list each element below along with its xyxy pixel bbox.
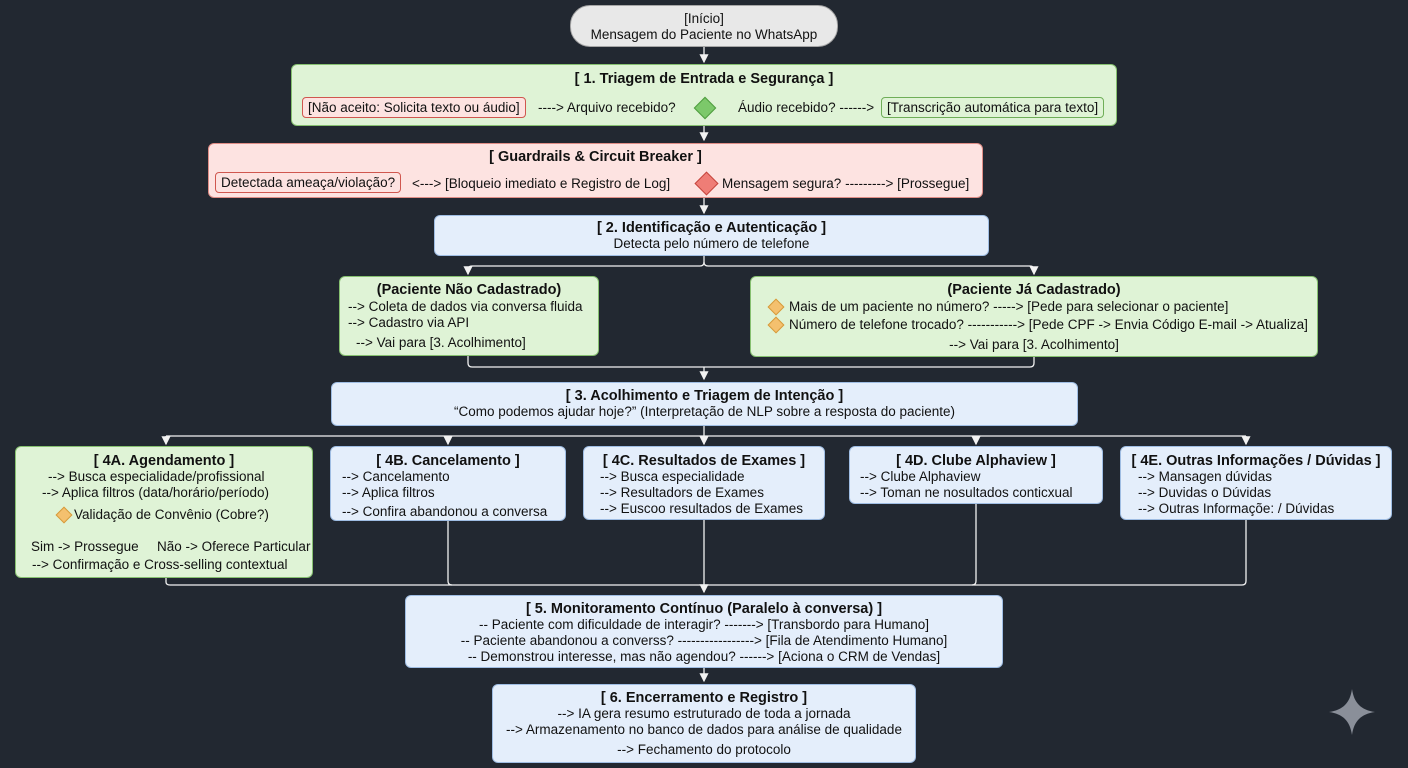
agendamento-line: --> Aplica filtros (data/horário/período… bbox=[42, 485, 269, 500]
identificacao-node: [ 2. Identificação e Autenticação ] Dete… bbox=[434, 215, 989, 256]
monitoramento-line: -- Paciente com dificuldade de interagir… bbox=[478, 617, 930, 632]
monitoramento-node: [ 5. Monitoramento Contínuo (Paralelo à … bbox=[405, 595, 1003, 668]
decision-diamond-icon bbox=[767, 298, 785, 316]
audio-received-question: Áudio recebido? ------> bbox=[738, 100, 875, 115]
resultados-node: [ 4C. Resultados de Exames ] --> Busca e… bbox=[583, 446, 825, 520]
clube-line: --> Toman ne nosultados conticxual bbox=[860, 485, 1073, 500]
cancelamento-node: [ 4B. Cancelamento ] --> Cancelamento --… bbox=[330, 446, 566, 521]
nao-cadastrado-line: --> Cadastro via API bbox=[348, 315, 470, 330]
acolhimento-title: [ 3. Acolhimento e Triagem de Intenção ] bbox=[565, 388, 844, 404]
monitoramento-line: -- Demonstrou interesse, mas não agendou… bbox=[467, 649, 941, 664]
acolhimento-node: [ 3. Acolhimento e Triagem de Intenção ]… bbox=[331, 382, 1078, 426]
triagem-title: [ 1. Triagem de Entrada e Segurança ] bbox=[574, 71, 834, 87]
phone-changed-question: Número de telefone trocado? ----------->… bbox=[789, 317, 1308, 332]
identificacao-title: [ 2. Identificação e Autenticação ] bbox=[596, 220, 827, 236]
start-message: Mensagem do Paciente no WhatsApp bbox=[590, 27, 818, 42]
clube-title: [ 4D. Clube Alphaview ] bbox=[896, 453, 1056, 469]
acolhimento-subtitle: “Como podemos ajudar hoje?” (Interpretaç… bbox=[453, 404, 956, 419]
outras-informacoes-node: [ 4E. Outras Informações / Dúvidas ] -->… bbox=[1120, 446, 1392, 520]
decision-diamond-icon bbox=[767, 316, 785, 334]
threat-detected-chip: Detectada ameaça/violação? bbox=[215, 172, 402, 193]
nao-cadastrado-title: (Paciente Não Cadastrado) bbox=[376, 282, 562, 298]
start-label: [Início] bbox=[684, 11, 724, 26]
nao-cadastrado-line: --> Coleta de dados via conversa fluida bbox=[348, 299, 583, 314]
convenio-yes: Sim -> Prossegue bbox=[31, 539, 139, 554]
agendamento-line: --> Confirmação e Cross-selling contextu… bbox=[32, 557, 288, 572]
safe-message-text: Mensagem segura? ---------> [Prossegue] bbox=[722, 176, 970, 191]
guardrails-title: [ Guardrails & Circuit Breaker ] bbox=[489, 149, 702, 165]
encerramento-line: --> Armazenamento no banco de dados para… bbox=[506, 722, 902, 737]
paciente-nao-cadastrado-node: (Paciente Não Cadastrado) --> Coleta de … bbox=[339, 276, 599, 356]
outras-line: --> Mansagen dúvidas bbox=[1138, 469, 1272, 484]
outras-line: --> Duvidas o Dúvidas bbox=[1138, 485, 1272, 500]
resultados-line: --> Euscoo resultados de Exames bbox=[600, 501, 803, 516]
clube-line: --> Clube Alphaview bbox=[860, 469, 981, 484]
resultados-line: --> Busca especialidade bbox=[600, 469, 745, 484]
decision-diamond-icon bbox=[693, 96, 717, 120]
agendamento-line: --> Busca especialidade/profissional bbox=[48, 469, 265, 484]
ja-cadastrado-title: (Paciente Já Cadastrado) bbox=[947, 282, 1121, 298]
decision-diamond-icon bbox=[694, 171, 719, 196]
start-node: [Início] Mensagem do Paciente no WhatsAp… bbox=[570, 5, 838, 47]
sparkle-icon bbox=[1329, 689, 1375, 735]
cancelamento-title: [ 4B. Cancelamento ] bbox=[376, 453, 520, 469]
encerramento-title: [ 6. Encerramento e Registro ] bbox=[600, 690, 808, 706]
cancelamento-line: --> Cancelamento bbox=[342, 469, 450, 484]
resultados-title: [ 4C. Resultados de Exames ] bbox=[602, 453, 806, 469]
outras-title: [ 4E. Outras Informações / Dúvidas ] bbox=[1131, 453, 1381, 469]
encerramento-node: [ 6. Encerramento e Registro ] --> IA ge… bbox=[492, 684, 916, 763]
multiple-patients-question: Mais de um paciente no número? -----> [P… bbox=[789, 299, 1229, 314]
file-received-question: ----> Arquivo recebido? bbox=[538, 100, 676, 115]
agendamento-node: [ 4A. Agendamento ] --> Busca especialid… bbox=[15, 446, 313, 578]
block-and-log-text: <---> [Bloqueio imediato e Registro de L… bbox=[412, 176, 671, 191]
paciente-ja-cadastrado-node: (Paciente Já Cadastrado) Mais de um paci… bbox=[750, 276, 1318, 357]
encerramento-line: --> Fechamento do protocolo bbox=[617, 742, 791, 757]
monitoramento-title: [ 5. Monitoramento Contínuo (Paralelo à … bbox=[525, 601, 883, 617]
monitoramento-line: -- Paciente abandonou a converss? ------… bbox=[460, 633, 948, 648]
convenio-question: Validação de Convênio (Cobre?) bbox=[74, 507, 269, 522]
cancelamento-line: --> Aplica filtros bbox=[342, 485, 435, 500]
nao-cadastrado-line: --> Vai para [3. Acolhimento] bbox=[356, 335, 526, 350]
identificacao-subtitle: Detecta pelo número de telefone bbox=[613, 236, 810, 251]
agendamento-title: [ 4A. Agendamento ] bbox=[93, 453, 235, 469]
convenio-no: Não -> Oferece Particular bbox=[157, 539, 311, 554]
reject-file-chip: [Não aceito: Solicita texto ou áudio] bbox=[302, 97, 526, 118]
cancelamento-line: --> Confira abandonou a conversa bbox=[342, 504, 548, 519]
triagem-node: [ 1. Triagem de Entrada e Segurança ] [N… bbox=[291, 64, 1117, 126]
resultados-line: --> Resultadors de Exames bbox=[600, 485, 764, 500]
encerramento-line: --> IA gera resumo estruturado de toda a… bbox=[557, 706, 851, 721]
ja-cadastrado-go: --> Vai para [3. Acolhimento] bbox=[949, 337, 1119, 352]
outras-line: --> Outras Informaçõe: / Dúvidas bbox=[1138, 501, 1335, 516]
transcription-chip: [Transcrição automática para texto] bbox=[881, 97, 1105, 118]
decision-diamond-icon bbox=[55, 506, 73, 524]
guardrails-node: [ Guardrails & Circuit Breaker ] Detecta… bbox=[208, 143, 983, 198]
clube-node: [ 4D. Clube Alphaview ] --> Clube Alphav… bbox=[849, 446, 1103, 504]
